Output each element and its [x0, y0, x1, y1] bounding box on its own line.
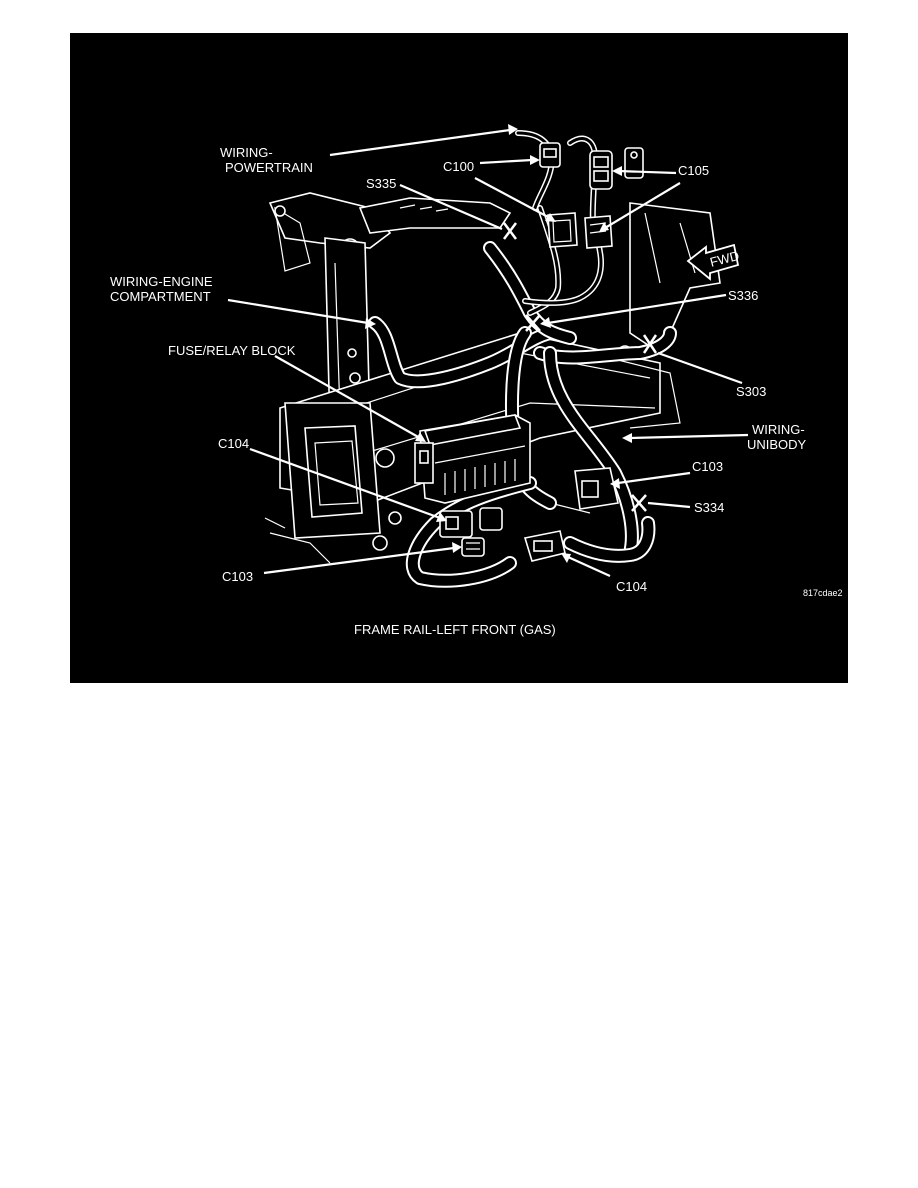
splice-s336-mark	[525, 314, 541, 332]
splice-s334-mark	[631, 494, 647, 512]
connector-c100	[539, 142, 578, 248]
harness-powertrain	[483, 130, 604, 345]
harness-unibody	[405, 326, 677, 588]
splice-s303-mark	[642, 334, 658, 354]
connector-c105	[584, 150, 613, 249]
labels: WIRING- POWERTRAIN C100 C105 S335 WIRING…	[110, 145, 807, 594]
wiring-diagram-figure: FWD	[70, 33, 848, 683]
label-wiring-engine-2: COMPARTMENT	[110, 289, 211, 304]
figure-code: 817cdae2	[803, 588, 843, 598]
figure-caption: FRAME RAIL-LEFT FRONT (GAS)	[354, 622, 556, 637]
connector-c104-left	[439, 507, 503, 538]
label-c103-left: C103	[222, 569, 253, 584]
label-wiring-powertrain-1: WIRING-	[220, 145, 273, 160]
connector-c103-right	[574, 467, 619, 510]
connector-c104-right	[523, 530, 566, 562]
leader-lines	[227, 124, 749, 578]
label-s334: S334	[694, 500, 724, 515]
label-c104-right: C104	[616, 579, 647, 594]
label-c104-left: C104	[218, 436, 249, 451]
label-c100: C100	[443, 159, 474, 174]
label-c105: C105	[678, 163, 709, 178]
forward-arrow-icon: FWD	[686, 243, 741, 281]
label-wiring-powertrain-2: POWERTRAIN	[225, 160, 313, 175]
label-s303: S303	[736, 384, 766, 399]
fuse-relay-block-part	[414, 414, 531, 504]
label-s335: S335	[366, 176, 396, 191]
fwd-label: FWD	[708, 248, 740, 270]
label-wiring-unibody-2: UNIBODY	[747, 437, 807, 452]
label-c103-right: C103	[692, 459, 723, 474]
frame-structure	[264, 147, 721, 564]
splice-s335-mark	[503, 222, 517, 240]
label-fuse-relay-block: FUSE/RELAY BLOCK	[168, 343, 296, 358]
connector-c103-left	[461, 537, 485, 557]
label-wiring-unibody-1: WIRING-	[752, 422, 805, 437]
label-s336: S336	[728, 288, 758, 303]
diagram-drawing: FWD	[110, 124, 843, 637]
label-wiring-engine-1: WIRING-ENGINE	[110, 274, 213, 289]
